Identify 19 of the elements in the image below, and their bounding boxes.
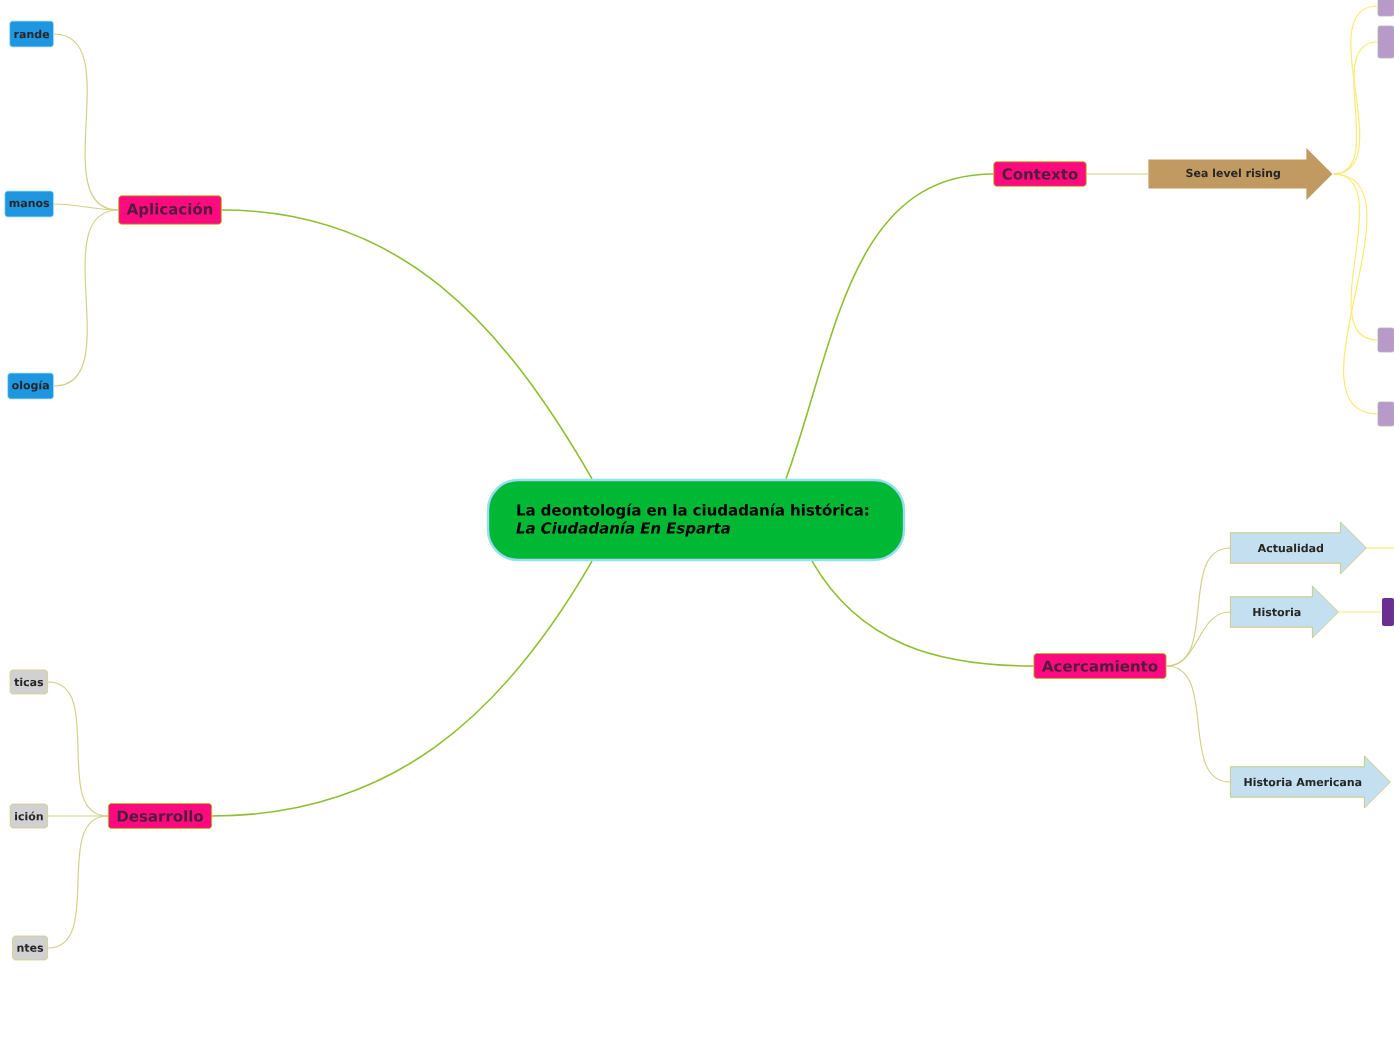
connector-line [220, 209, 593, 480]
connector-line [1165, 611, 1231, 667]
subtopic-box [1382, 598, 1394, 626]
connector-line [53, 203, 119, 211]
subtopic-box [1377, 0, 1394, 17]
connector-line [47, 815, 109, 949]
connector-line [53, 209, 119, 387]
connector-line [47, 815, 109, 817]
connector-line [211, 560, 593, 817]
subtopic-box [1377, 401, 1394, 427]
connector-line [811, 560, 1035, 667]
subtopic-box [1377, 327, 1394, 353]
connector-line [785, 173, 995, 480]
connector-line [1165, 665, 1231, 783]
connector-line [1086, 173, 1149, 175]
subtopic-box [1377, 25, 1394, 59]
connector-line [1332, 41, 1379, 175]
connector-line [1366, 547, 1394, 549]
connector-line [1338, 611, 1383, 613]
